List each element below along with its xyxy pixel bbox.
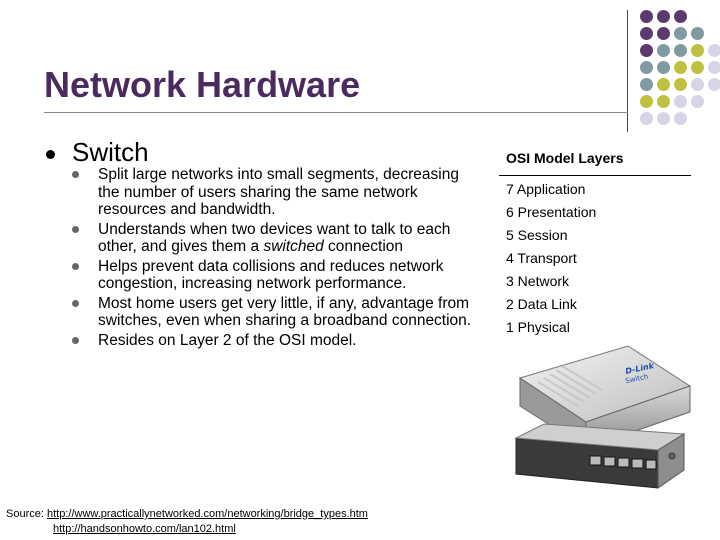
decor-dot: [691, 61, 704, 74]
decor-dot: [674, 27, 687, 40]
decor-dot: [657, 61, 670, 74]
sub-bullet-text: Split large networks into small segments…: [98, 166, 459, 218]
source-label: Source:: [6, 508, 44, 520]
source-link-1[interactable]: http://www.practicallynetworked.com/netw…: [46, 508, 368, 520]
title-divider: [44, 112, 628, 113]
sub-bullet: Understands when two devices want to tal…: [72, 221, 478, 256]
decor-dot: [640, 27, 653, 40]
sub-bullet-list: Split large networks into small segments…: [72, 166, 478, 351]
osi-layer: 6 Presentation: [506, 204, 597, 220]
decor-dot: [657, 44, 670, 57]
osi-layer-list: 7 Application 6 Presentation 5 Session 4…: [506, 178, 596, 339]
switch-lower-side: [657, 433, 685, 489]
decor-dot: [708, 44, 720, 57]
decor-dot: [674, 95, 687, 108]
bullet-dot: [72, 336, 79, 344]
ethernet-port: [589, 455, 602, 466]
decor-dot: [708, 61, 720, 74]
osi-layer: 1 Physical: [506, 319, 570, 335]
decor-dot: [640, 44, 653, 57]
osi-divider: [499, 175, 691, 176]
decor-dot: [657, 27, 670, 40]
sub-bullet: Resides on Layer 2 of the OSI model.: [72, 332, 478, 350]
decor-dot: [640, 112, 653, 125]
decor-dot: [657, 95, 670, 108]
sub-bullet-emphasis: switched: [263, 238, 324, 255]
sub-bullet-text: Resides on Layer 2 of the OSI model.: [98, 331, 357, 349]
ethernet-port: [617, 457, 630, 468]
sub-bullet: Most home users get very little, if any,…: [72, 295, 478, 330]
osi-layer: 7 Application: [506, 181, 586, 197]
decor-dot: [657, 112, 670, 125]
decor-dot: [640, 95, 653, 108]
decor-dot: [691, 44, 704, 57]
bullet-dot: [46, 150, 55, 159]
decor-dot: [691, 95, 704, 108]
decor-dot: [640, 78, 653, 91]
ethernet-port: [645, 459, 657, 470]
power-jack: [668, 452, 676, 460]
osi-layer: 2 Data Link: [506, 296, 577, 312]
bullet-dot: [72, 171, 79, 178]
source-link-2[interactable]: http://handsonhowto.com/lan102.html: [53, 523, 236, 535]
bullet-dot: [72, 262, 79, 270]
bullet-dot: [72, 225, 79, 233]
sub-bullet: Helps prevent data collisions and reduce…: [72, 258, 478, 293]
sub-bullet-text: Helps prevent data collisions and reduce…: [98, 257, 444, 293]
decor-dot: [674, 112, 687, 125]
decor-dot: [708, 78, 720, 91]
bullet-switch: Switch: [72, 137, 149, 167]
slide-title: Network Hardware: [44, 64, 361, 105]
osi-heading: OSI Model Layers: [506, 150, 624, 166]
decor-dot: [640, 10, 653, 23]
sub-bullet-text-pre: Understands when two devices want to tal…: [98, 220, 451, 256]
decor-dot: [674, 44, 687, 57]
decor-dot: [674, 10, 687, 23]
ethernet-port: [631, 458, 644, 469]
osi-layer: 3 Network: [506, 273, 570, 289]
decor-dot: [691, 27, 704, 40]
decor-dot: [657, 78, 670, 91]
source-citation: Source: http://www.practicallynetworked.…: [6, 507, 368, 537]
decor-dot: [674, 61, 687, 74]
decor-dot: [691, 78, 704, 91]
osi-layer: 4 Transport: [506, 250, 577, 266]
decor-dot: [657, 10, 670, 23]
decor-dot: [674, 78, 687, 91]
decorative-vertical-line: [627, 10, 628, 132]
sub-bullet-text-post: connection: [323, 238, 404, 255]
bullet-dot: [72, 299, 79, 307]
sub-bullet-text: Most home users get very little, if any,…: [98, 294, 472, 330]
decor-dot: [640, 61, 653, 74]
ethernet-port: [603, 456, 616, 467]
sub-bullet: Split large networks into small segments…: [72, 166, 478, 219]
osi-layer: 5 Session: [506, 227, 568, 243]
network-switch-image: D-Link Switch: [514, 345, 692, 489]
